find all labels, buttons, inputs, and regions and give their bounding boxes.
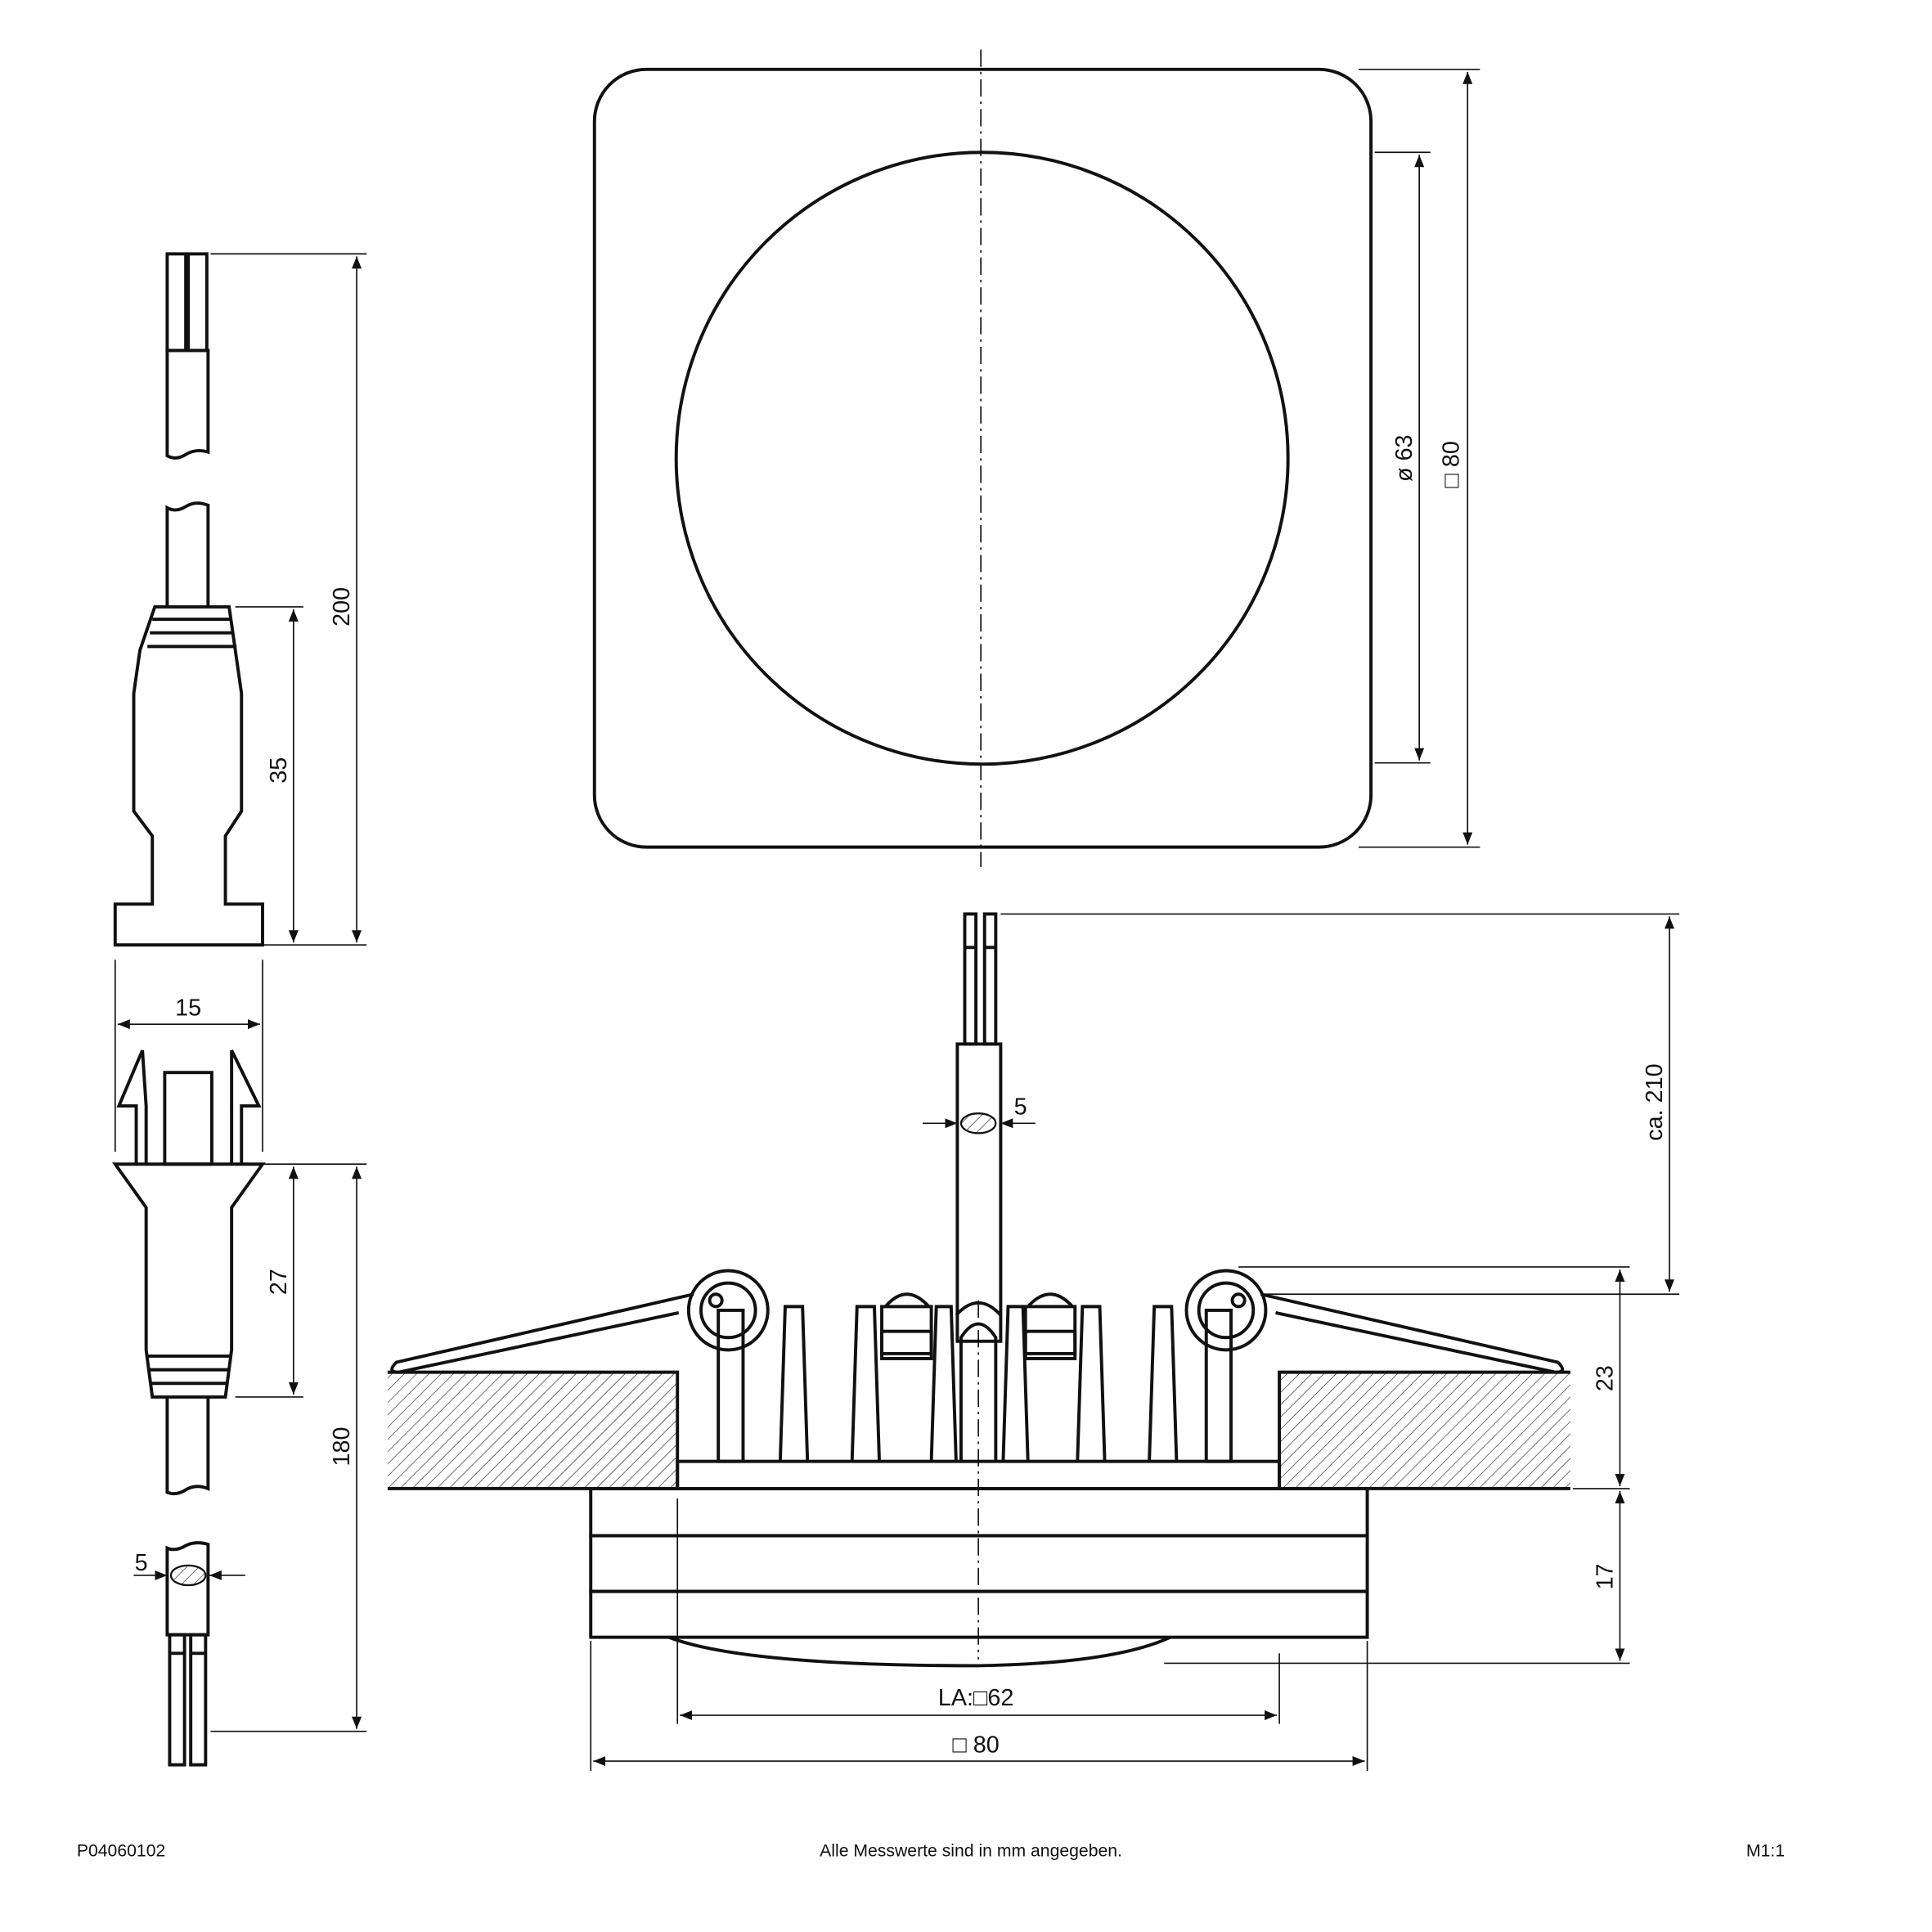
article-number: P04060102 — [77, 1842, 165, 1861]
dim-cable-180: 180 — [329, 1427, 355, 1466]
dim-square-80-top: □ 80 — [1439, 441, 1465, 487]
dim-connector-27: 27 — [266, 1269, 292, 1295]
spring-clip-right — [1184, 1269, 1565, 1374]
dim-diameter-63: ø 63 — [1391, 434, 1418, 482]
heatsink-fins — [717, 1292, 1233, 1463]
dim-square-80-bottom: □ 80 — [952, 1732, 999, 1758]
scale-label: M1:1 — [1746, 1842, 1785, 1861]
measurement-note: Alle Messwerte sind in mm angegeben. — [820, 1842, 1122, 1861]
side-view: 5 ca. 210 — [387, 912, 1680, 1772]
dim-cable-200: 200 — [329, 587, 355, 627]
dim-ca-210: ca. 210 — [1642, 1063, 1668, 1140]
dim-width-15: 15 — [175, 995, 201, 1022]
dim-height-17: 17 — [1592, 1563, 1618, 1589]
dim-cable-diameter-main: 5 — [1014, 1094, 1027, 1121]
spring-clip-left — [390, 1269, 770, 1374]
connector-view: 200 35 15 5 27 180 — [111, 252, 367, 1767]
top-view: ø 63 □ 80 — [592, 49, 1480, 867]
dim-connector-35: 35 — [266, 757, 292, 784]
dim-height-23: 23 — [1592, 1365, 1618, 1391]
dim-cable-diameter-left: 5 — [135, 1550, 148, 1576]
dim-cutout-la-62: LA:□62 — [938, 1685, 1014, 1711]
